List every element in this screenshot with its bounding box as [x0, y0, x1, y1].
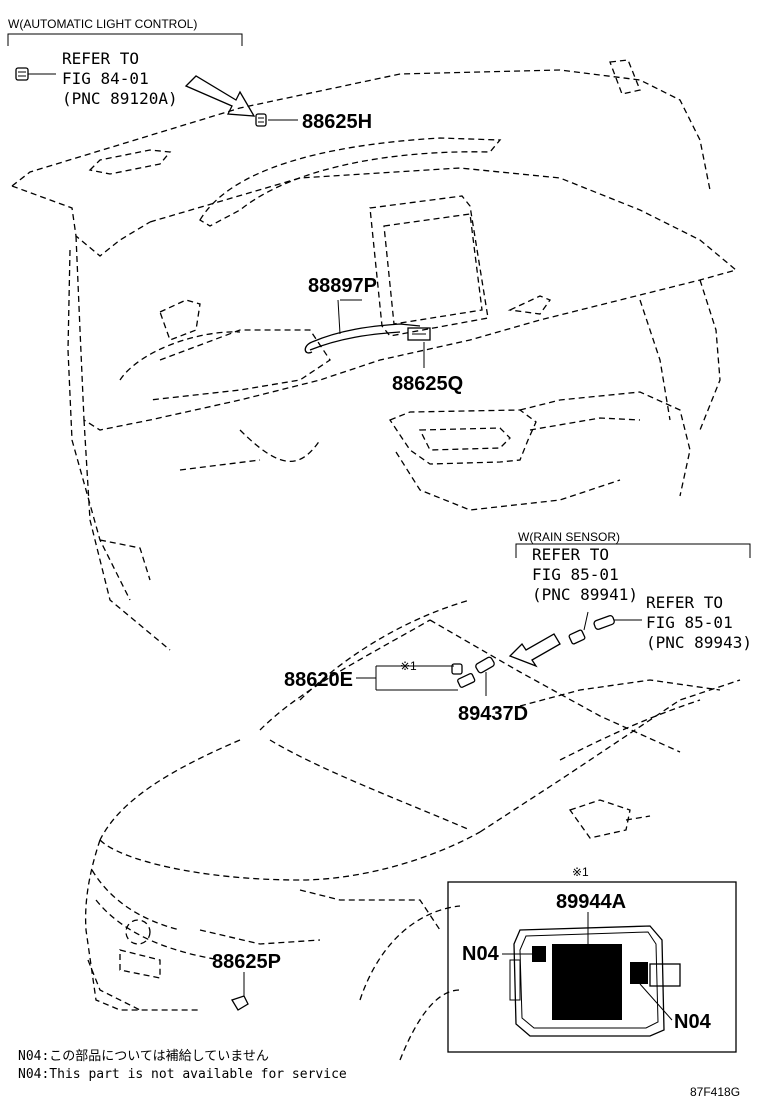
rain-refer-b-1: REFER TO [646, 593, 723, 612]
rain-sensor-part-b-icon [593, 615, 642, 630]
sensor-chip-89944A [552, 944, 622, 1020]
part-89437D-label: 89437D [458, 703, 528, 725]
auto-light-refer-3: (PNC 89120A) [62, 89, 178, 108]
detail-box [447, 881, 737, 1053]
ref1-mark: ※1 [400, 659, 417, 673]
rain-refer-b-3: (PNC 89943) [646, 633, 752, 652]
part-88897P-label: 88897P [308, 275, 377, 297]
rain-sensor-group: W(RAIN SENSOR) REFER TO FIG 85-01 (PNC 8… [508, 530, 752, 668]
part-88620E-label: 88620E [284, 669, 353, 691]
auto-light-title: W(AUTOMATIC LIGHT CONTROL) [8, 17, 197, 31]
rain-sensor-parts [356, 656, 495, 696]
rain-refer-a-2: FIG 85-01 [532, 565, 619, 584]
part-88625H-label: 88625H [302, 111, 372, 133]
part-89944A-label: 89944A [556, 891, 626, 913]
part-88625Q-label: 88625Q [392, 373, 463, 395]
n04-right-label: N04 [674, 1011, 712, 1033]
auto-light-group: W(AUTOMATIC LIGHT CONTROL) REFER TO FIG … [7, 17, 256, 117]
rain-refer-b-2: FIG 85-01 [646, 613, 733, 632]
connector-tab [649, 963, 681, 987]
rain-sensor-arrow-icon [508, 633, 561, 668]
sensor-89437D [475, 656, 495, 674]
rain-sensor-part-a-icon [568, 611, 589, 645]
auto-light-refer-2: FIG 84-01 [62, 69, 149, 88]
n04-right-block [630, 962, 648, 984]
small-part-icon [451, 663, 463, 675]
n04-left-label: N04 [462, 943, 500, 965]
auto-light-arrow-icon [184, 75, 256, 117]
n04-left-block [532, 946, 546, 962]
figure-code: 87F418G [690, 1085, 740, 1099]
rain-sensor-bracket [515, 543, 751, 558]
sensor-88620E [457, 673, 476, 688]
note-english: N04:This part is not available for servi… [18, 1067, 347, 1082]
rain-sensor-title: W(RAIN SENSOR) [518, 530, 620, 544]
sensor-88625P [231, 972, 249, 1011]
rain-refer-a-1: REFER TO [532, 545, 609, 564]
dashboard-drawing [11, 59, 737, 651]
auto-light-sensor-icon [15, 67, 56, 81]
side-clip [509, 959, 521, 1001]
rain-refer-a-3: (PNC 89941) [532, 585, 638, 604]
sensor-88625H [255, 113, 298, 127]
auto-light-bracket [7, 33, 243, 46]
note-japanese: N04:この部品については補給していません [18, 1049, 269, 1064]
detail-sensor-drawing [502, 912, 681, 1037]
harness-88897P [304, 299, 431, 354]
ref1-detail-mark: ※1 [572, 865, 589, 879]
part-88625P-label: 88625P [212, 951, 281, 973]
auto-light-refer-1: REFER TO [62, 49, 139, 68]
car-exterior-drawing [84, 599, 741, 1061]
